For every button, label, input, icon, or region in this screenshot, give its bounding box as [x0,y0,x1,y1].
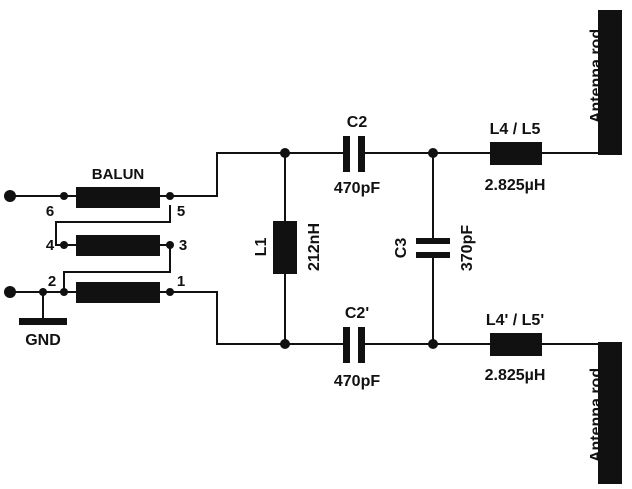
antenna-rod-bottom [598,342,622,484]
pin-6-label: 6 [46,203,54,220]
c2-name: C2 [347,114,368,131]
input-terminal-bottom [4,286,16,298]
antenna-rod-top [598,10,622,155]
pin-5-label: 5 [177,203,185,220]
pin-2-label: 2 [48,273,56,290]
c3-name: C3 [393,238,410,259]
input-terminal-top [4,190,16,202]
capacitor-c2 [335,136,373,172]
c2-prime-value: 470pF [334,373,380,390]
antenna-rod-top-label: Antenna rod [588,29,605,123]
inductor-l4p-l5p [490,333,542,356]
l4p-l5p-name: L4' / L5' [486,312,544,329]
pin-1-label: 1 [177,273,185,290]
capacitor-c3 [416,238,450,258]
inductor-l1 [273,221,297,274]
c2-prime-name: C2' [345,305,369,322]
inductor-l4-l5 [490,142,542,165]
antenna-rod-bottom-label: Antenna rod [588,368,605,462]
c2-value: 470pF [334,180,380,197]
balun-winding-top [76,187,160,208]
balun-winding-bottom [76,282,160,303]
c3-value: 370pF [459,225,476,271]
pin-4-label: 4 [46,237,55,254]
l4-l5-value: 2.825µH [485,177,546,194]
gnd-symbol [19,318,67,325]
gnd-label: GND [25,332,61,349]
balun-label: BALUN [92,166,145,183]
pin-3-label: 3 [179,237,187,254]
balun-winding-middle [76,235,160,256]
junctions [39,148,438,349]
l4-l5-name: L4 / L5 [490,121,541,138]
capacitor-c2-prime [335,327,373,363]
l1-value: 212nH [306,223,323,271]
l4p-l5p-value: 2.825µH [485,367,546,384]
l1-name: L1 [253,238,270,257]
